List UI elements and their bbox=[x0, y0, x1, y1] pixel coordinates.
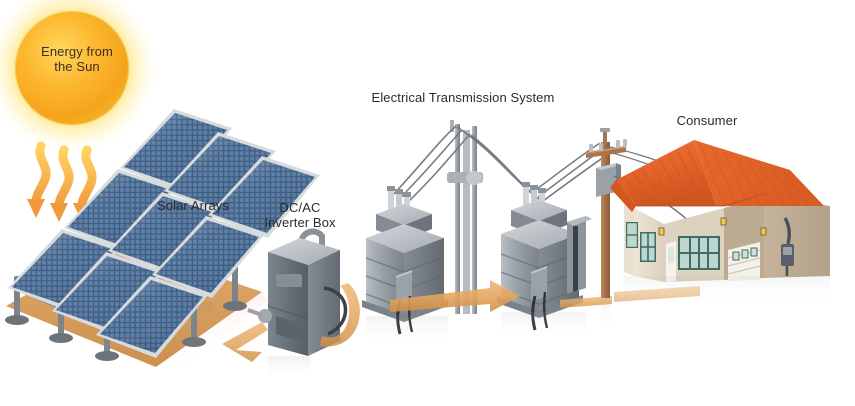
flow-arrow-icon bbox=[320, 283, 360, 347]
solar-panel-icon bbox=[108, 192, 220, 274]
solar-panel-icon bbox=[64, 169, 176, 251]
solar-panel-icon bbox=[52, 252, 164, 334]
wall-lamp-icon bbox=[658, 217, 767, 236]
front-door bbox=[666, 241, 676, 282]
flow-arrow-icon bbox=[222, 322, 268, 362]
house-window bbox=[626, 222, 638, 248]
house-window bbox=[640, 232, 656, 262]
electric-meter-icon bbox=[781, 217, 794, 276]
house-window bbox=[678, 236, 720, 270]
solar-arrays-label: Solar Arrays bbox=[156, 198, 229, 213]
transformer-icon bbox=[362, 186, 448, 335]
solar-panel-icon bbox=[8, 229, 120, 311]
inverter-box-icon bbox=[247, 228, 348, 356]
solar-panel-icon bbox=[120, 109, 232, 191]
consumer-label: Consumer bbox=[676, 113, 738, 128]
solar-panel-icon bbox=[208, 156, 320, 238]
solar-panel-icon bbox=[164, 132, 276, 214]
transmission-label: Electrical Transmission System bbox=[371, 90, 555, 105]
sun-icon bbox=[0, 0, 160, 156]
house-icon bbox=[610, 140, 830, 282]
inverter-label: DC/AC Inverter Box bbox=[264, 200, 336, 230]
transformer-icon bbox=[497, 182, 592, 331]
ground-reflections bbox=[100, 276, 830, 382]
sun-label: Energy from the Sun bbox=[41, 44, 113, 74]
solar-panel-array bbox=[8, 109, 320, 358]
garage-door bbox=[727, 242, 761, 281]
solar-panel-icon bbox=[152, 216, 264, 298]
transmission-tower-icon bbox=[447, 120, 483, 314]
